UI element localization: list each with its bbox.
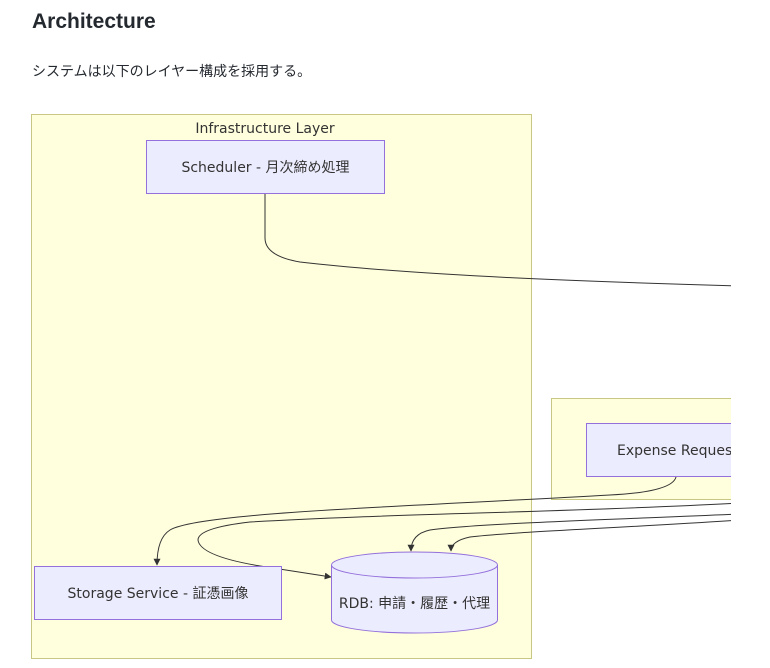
node-expense-request: Expense Request — [586, 423, 731, 477]
edges — [153, 194, 731, 580]
intro-text: システムは以下のレイヤー構成を採用する。 — [32, 64, 312, 80]
node-scheduler-label: Scheduler - 月次締め処理 — [181, 159, 349, 176]
edge-application-to-rdb-a — [197, 502, 731, 580]
page-title: Architecture — [32, 10, 156, 33]
architecture-diagram: Infrastructure Layer Scheduler - 月次締め処理 … — [31, 114, 731, 659]
node-expense-request-label: Expense Request — [617, 443, 731, 459]
edge-expense-request-to-storage — [153, 476, 677, 566]
edge-application-to-rdb-b — [407, 513, 731, 552]
edge-application-to-rdb-c — [447, 520, 731, 552]
node-storage-service-label: Storage Service - 証憑画像 — [68, 586, 249, 602]
subgraph-infrastructure-label: Infrastructure Layer — [195, 121, 335, 137]
node-rdb-database-icon: RDB: 申請・履歴・代理 — [331, 551, 498, 634]
node-storage-service: Storage Service - 証憑画像 — [34, 566, 282, 620]
node-scheduler: Scheduler - 月次締め処理 — [146, 140, 385, 194]
edge-scheduler-to-application — [264, 194, 731, 287]
node-rdb-label: RDB: 申請・履歴・代理 — [339, 596, 490, 612]
